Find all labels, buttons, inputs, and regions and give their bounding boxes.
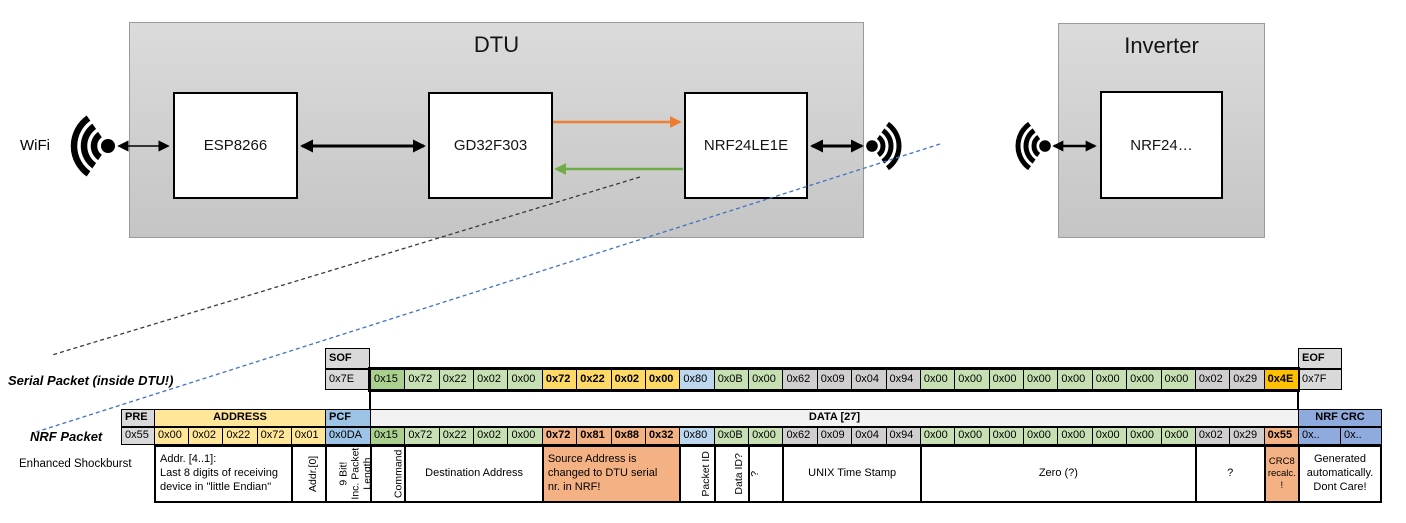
serial-byte-cell: 0x02 xyxy=(473,369,508,390)
nrf-byte-cell: 0x80 xyxy=(679,427,714,445)
nrf-header-cell: ADDRESS xyxy=(154,409,325,427)
nrf-byte-cell: 0x94 xyxy=(885,427,920,445)
nrf-byte-cell: 0x72 xyxy=(541,427,577,445)
eof-value-cell: 0x7F xyxy=(1298,369,1342,390)
serial-byte-cell: 0x0B xyxy=(713,369,749,390)
inverter-nrf24-box: NRF24… xyxy=(1100,91,1223,199)
serial-byte-cell: 0x00 xyxy=(644,369,680,390)
serial-byte-cell: 0x00 xyxy=(988,369,1024,390)
nrf-addr-cell: 0x22 xyxy=(222,427,257,445)
nrf-byte-cell: 0x81 xyxy=(576,427,611,445)
nrf-byte-cell: 0x02 xyxy=(473,427,508,445)
nrf-crc-cell: 0x.. xyxy=(1340,427,1382,445)
serial-byte-cell: 0x00 xyxy=(1160,369,1195,390)
nrf-pre-cell: 0x55 xyxy=(121,427,154,445)
serial-byte-cell: 0x00 xyxy=(507,369,542,390)
nrf-header-cell: PRE xyxy=(121,409,154,427)
serial-byte-cell: 0x00 xyxy=(1023,369,1058,390)
serial-byte-cell: 0x4E xyxy=(1263,369,1298,390)
eof-header-cell: EOF xyxy=(1298,348,1342,369)
sof-header-cell: SOF xyxy=(325,348,370,369)
nrf-byte-cell: 0x00 xyxy=(1126,427,1161,445)
annotation-cell: Source Address is changed to DTU serial … xyxy=(541,445,680,503)
serial-byte-cell: 0x00 xyxy=(1091,369,1127,390)
nrf-byte-cell: 0x62 xyxy=(782,427,817,445)
nrf-header-cell: PCF xyxy=(325,409,370,427)
serial-byte-cell: 0x00 xyxy=(748,369,783,390)
nrf-header-cell: DATA [27] xyxy=(370,409,1298,427)
serial-byte-cell: 0x22 xyxy=(576,369,611,390)
serial-byte-cell: 0x00 xyxy=(1126,369,1161,390)
nrf-crc-cell: 0x.. xyxy=(1298,427,1340,445)
nrf-addr-cell: 0x02 xyxy=(188,427,223,445)
annotation-cell: Addr.[0] xyxy=(290,445,325,503)
annotation-cell: Packet ID xyxy=(679,445,714,503)
nrf-byte-cell: 0x00 xyxy=(919,427,955,445)
nrf-byte-cell: 0x00 xyxy=(954,427,989,445)
nrf-byte-cell: 0x00 xyxy=(748,427,783,445)
annotation-cell: 9 Bit! Inc. Packet Length xyxy=(325,445,370,503)
annotation-cell: Addr. [4..1]: Last 8 digits of receiving… xyxy=(154,445,291,503)
nrf-byte-cell: 0x88 xyxy=(610,427,645,445)
annotation-cell: Data ID? xyxy=(713,445,749,503)
inverter-nrf24-label: NRF24… xyxy=(1130,136,1193,154)
nrf-byte-cell: 0x32 xyxy=(644,427,680,445)
serial-byte-cell: 0x00 xyxy=(1057,369,1092,390)
nrf-byte-cell: 0x00 xyxy=(1057,427,1092,445)
nrf-byte-cell: 0x00 xyxy=(507,427,542,445)
serial-byte-cell: 0x02 xyxy=(610,369,645,390)
nrf-byte-cell: 0x0B xyxy=(713,427,749,445)
nrf-byte-cell: 0x00 xyxy=(988,427,1024,445)
serial-byte-cell: 0x15 xyxy=(370,369,405,390)
nrf-byte-cell: 0x04 xyxy=(851,427,886,445)
serial-byte-cell: 0x22 xyxy=(438,369,474,390)
nrf-byte-cell: 0x00 xyxy=(1023,427,1058,445)
serial-byte-cell: 0x72 xyxy=(404,369,439,390)
annotation-cell: ? xyxy=(748,445,783,503)
serial-byte-cell: 0x02 xyxy=(1194,369,1230,390)
nrf-byte-cell: 0x29 xyxy=(1229,427,1264,445)
nrf-pcf-cell: 0x0DA xyxy=(325,427,370,445)
nrf-packet-label: NRF Packet xyxy=(30,429,103,444)
serial-byte-cell: 0x09 xyxy=(816,369,852,390)
nrf-byte-cell: 0x72 xyxy=(404,427,439,445)
nrf-addr-cell: 0x00 xyxy=(154,427,189,445)
annotation-cell: Generated automatically. Dont Care! xyxy=(1298,445,1382,503)
serial-byte-cell: 0x29 xyxy=(1229,369,1264,390)
nrf-byte-cell: 0x02 xyxy=(1194,427,1230,445)
serial-byte-cell: 0x04 xyxy=(851,369,886,390)
serial-byte-cell: 0x80 xyxy=(679,369,714,390)
serial-byte-cell: 0x72 xyxy=(541,369,577,390)
nrf-header-cell: NRF CRC xyxy=(1298,409,1382,427)
serial-byte-cell: 0x62 xyxy=(782,369,817,390)
dtu-title: DTU xyxy=(473,32,520,57)
serial-byte-cell: 0x94 xyxy=(885,369,920,390)
nrf-addr-cell: 0x72 xyxy=(256,427,291,445)
enhanced-shockburst-label: Enhanced Shockburst xyxy=(19,458,132,470)
annotation-cell: Destination Address xyxy=(404,445,542,503)
annotation-cell: ? xyxy=(1194,445,1264,503)
serial-byte-cell: 0x00 xyxy=(954,369,989,390)
annotation-cell: Command xyxy=(370,445,405,503)
nrf-byte-cell: 0x22 xyxy=(438,427,474,445)
nrf-addr-cell: 0x01 xyxy=(290,427,325,445)
annotation-cell: Zero (?) xyxy=(919,445,1195,503)
serial-byte-cell: 0x00 xyxy=(919,369,955,390)
serial-packet-label: Serial Packet (inside DTU!) xyxy=(8,373,174,388)
sof-value-cell: 0x7E xyxy=(325,369,370,390)
nrf-byte-cell: 0x55 xyxy=(1263,427,1298,445)
annotation-cell: UNIX Time Stamp xyxy=(782,445,920,503)
annotation-cell: CRC8 recalc. ! xyxy=(1263,445,1298,503)
nrf-byte-cell: 0x09 xyxy=(816,427,852,445)
nrf-byte-cell: 0x00 xyxy=(1091,427,1127,445)
nrf-byte-cell: 0x15 xyxy=(370,427,405,445)
nrf-byte-cell: 0x00 xyxy=(1160,427,1195,445)
inverter-title: Inverter xyxy=(1124,33,1199,58)
